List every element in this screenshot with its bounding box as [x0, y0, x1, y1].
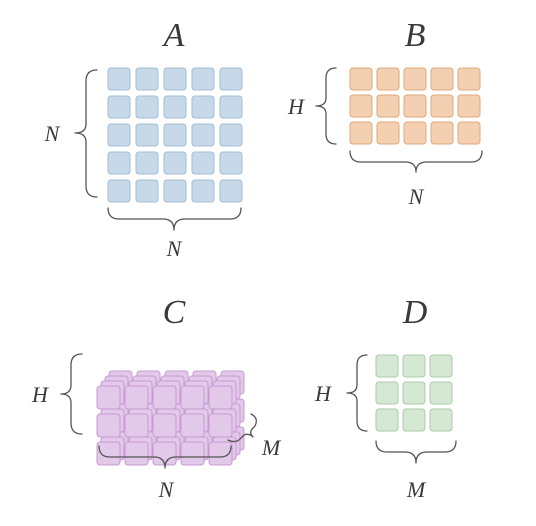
panel-d-cell: [375, 381, 399, 405]
panel-a-left-label: N: [44, 121, 61, 146]
panel-b-cell: [403, 94, 427, 118]
panel-c-depth-brace: [227, 413, 257, 443]
panel-b-cell: [457, 67, 481, 91]
panel-a-cell: [163, 123, 187, 147]
panel-a-cell: [163, 67, 187, 91]
panel-d: D H M: [314, 294, 457, 502]
panel-b-left-brace: [315, 67, 337, 145]
panel-b-grid: [349, 67, 481, 145]
panel-c-cell: [208, 441, 233, 466]
panel-a-cell: [191, 179, 215, 203]
panel-b-cell: [430, 67, 454, 91]
panel-a-cell: [219, 123, 243, 147]
panel-b-cell: [457, 94, 481, 118]
panel-b-cell: [349, 121, 373, 145]
panel-b-cell: [376, 121, 400, 145]
panel-d-cell: [402, 354, 426, 378]
panel-c-cell: [96, 413, 121, 438]
panel-d-cell: [429, 381, 453, 405]
panel-a-cell: [107, 95, 131, 119]
panel-d-cell: [402, 408, 426, 432]
panel-c-cell: [96, 385, 121, 410]
panel-b-cell: [430, 94, 454, 118]
panel-c-grid: [96, 370, 245, 466]
panel-a-cell: [135, 67, 159, 91]
panel-b-title: B: [405, 17, 426, 54]
panel-c-cell: [96, 441, 121, 466]
panel-c: C H M N: [31, 294, 282, 502]
panel-c-left-brace: [60, 353, 83, 435]
panel-a-cell: [107, 179, 131, 203]
panel-d-grid: [375, 354, 453, 432]
panel-b-cell: [430, 121, 454, 145]
panel-a-cell: [135, 179, 159, 203]
panel-a-cell: [219, 151, 243, 175]
panel-a-bottom-label: N: [166, 236, 183, 261]
panel-a-cell: [107, 151, 131, 175]
panel-c-cell: [152, 441, 177, 466]
panel-c-depth-label: M: [261, 435, 282, 460]
panel-c-cell: [152, 385, 177, 410]
panel-c-cell: [208, 385, 233, 410]
panel-d-cell: [429, 354, 453, 378]
panel-d-cell: [375, 354, 399, 378]
panel-a-cell: [191, 95, 215, 119]
panel-b-cell: [457, 121, 481, 145]
panel-c-cell: [208, 413, 233, 438]
panel-c-bottom-label: N: [158, 477, 175, 502]
panel-c-cell: [180, 385, 205, 410]
panel-b-bottom-label: N: [408, 184, 425, 209]
panel-c-cell: [124, 413, 149, 438]
panel-c-cell: [124, 385, 149, 410]
panel-b-cell: [376, 67, 400, 91]
panel-a-cell: [163, 151, 187, 175]
panel-a-cell: [107, 67, 131, 91]
panel-b-cell: [349, 94, 373, 118]
panel-d-cell: [429, 408, 453, 432]
panel-c-title: C: [163, 294, 186, 331]
panel-d-title: D: [402, 294, 428, 331]
panel-d-left-label: H: [314, 381, 332, 406]
panel-c-cell: [152, 413, 177, 438]
panel-a-cell: [135, 151, 159, 175]
panel-c-cell: [180, 441, 205, 466]
panel-a-cell: [191, 123, 215, 147]
panel-d-cell: [375, 408, 399, 432]
panel-a-grid: [107, 67, 243, 203]
panel-c-cell: [180, 413, 205, 438]
panel-a-cell: [219, 67, 243, 91]
panel-b-cell: [403, 121, 427, 145]
panel-d-left-brace: [346, 354, 368, 432]
panel-c-cell: [124, 441, 149, 466]
panel-d-bottom-brace: [375, 440, 457, 464]
panel-a-left-brace: [74, 69, 98, 198]
panel-b-left-label: H: [287, 94, 305, 119]
panel-a-cell: [191, 67, 215, 91]
panel-b-bottom-brace: [349, 150, 483, 173]
panel-a-cell: [219, 179, 243, 203]
panel-a-cell: [163, 95, 187, 119]
panel-d-cell: [402, 381, 426, 405]
panel-b-cell: [403, 67, 427, 91]
panel-b-cell: [349, 67, 373, 91]
panel-a-cell: [135, 123, 159, 147]
panel-a-cell: [191, 151, 215, 175]
panel-a-cell: [163, 179, 187, 203]
panel-a-cell: [135, 95, 159, 119]
panel-a-title: A: [162, 17, 185, 54]
panel-a-cell: [107, 123, 131, 147]
panel-d-bottom-label: M: [406, 477, 427, 502]
panel-a-cell: [219, 95, 243, 119]
panel-a: A N N: [44, 17, 243, 261]
panel-b: B H N: [287, 17, 483, 209]
panel-c-bottom-brace: [98, 445, 232, 469]
panel-c-left-label: H: [31, 382, 49, 407]
panel-b-cell: [376, 94, 400, 118]
panel-a-bottom-brace: [107, 207, 242, 231]
